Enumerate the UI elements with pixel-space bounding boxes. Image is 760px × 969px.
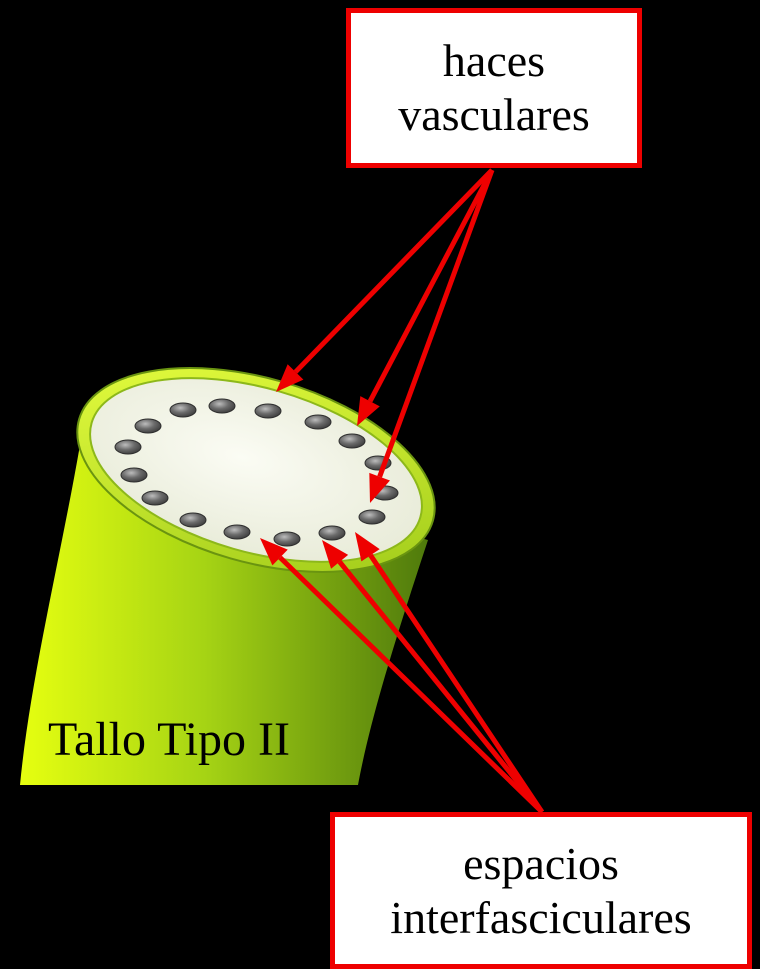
vascular-bundle (135, 419, 161, 433)
interfascicular-spaces-label-box: espacios interfasciculares (330, 812, 752, 969)
vascular-bundle (142, 491, 168, 505)
vascular-bundle (170, 403, 196, 417)
vascular-bundle (274, 532, 300, 546)
vascular-bundle (209, 399, 235, 413)
stem-type-label: Tallo Tipo II (48, 712, 290, 767)
arrow-to-vascular-bundle-2-shaft (370, 170, 492, 401)
vascular-bundles-label-line-1: haces (443, 34, 545, 88)
vascular-bundles-label-box: haces vasculares (346, 8, 642, 168)
vascular-bundles-label-line-2: vasculares (398, 88, 590, 142)
arrow-to-vascular-bundle-1-shaft (296, 170, 492, 372)
vascular-bundle (305, 415, 331, 429)
vascular-bundle (339, 434, 365, 448)
interfascicular-spaces-label-line-2: interfasciculares (390, 891, 691, 945)
vascular-bundle (115, 440, 141, 454)
interfascicular-spaces-label-line-1: espacios (463, 837, 619, 891)
vascular-bundle (319, 526, 345, 540)
vascular-bundle (180, 513, 206, 527)
arrow-to-vascular-bundle-3-shaft (380, 170, 492, 477)
arrow-to-interfascicular-space-3-shaft (371, 555, 542, 812)
vascular-bundle (255, 404, 281, 418)
vascular-bundle (359, 510, 385, 524)
vascular-bundle (224, 525, 250, 539)
vascular-bundle (121, 468, 147, 482)
